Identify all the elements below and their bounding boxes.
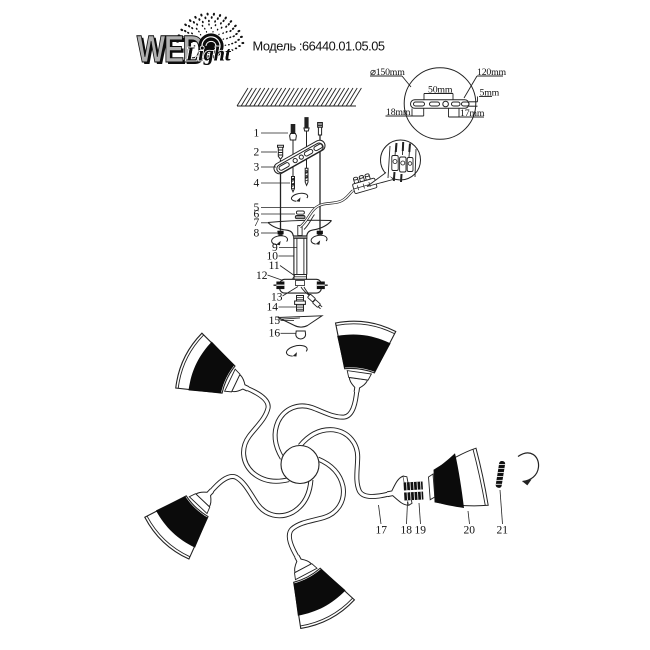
svg-text:21: 21 [497, 525, 509, 537]
svg-text:11: 11 [269, 260, 280, 272]
svg-text:120mm: 120mm [477, 67, 507, 78]
svg-text:Light: Light [185, 44, 232, 66]
svg-text:6: 6 [254, 208, 260, 220]
svg-text:19: 19 [415, 525, 427, 537]
svg-text:5mm: 5mm [480, 88, 500, 99]
svg-text:17mm: 17mm [460, 108, 485, 119]
svg-text:16: 16 [269, 328, 281, 340]
svg-text:15: 15 [269, 315, 281, 327]
svg-text:WED: WED [139, 31, 206, 73]
svg-text:Light: Light [185, 44, 232, 66]
svg-text:3: 3 [254, 161, 260, 173]
svg-text:12: 12 [256, 270, 268, 282]
svg-text:8: 8 [254, 228, 260, 240]
svg-text:5: 5 [254, 202, 260, 214]
svg-text:9: 9 [272, 242, 278, 254]
svg-text:1: 1 [254, 128, 260, 140]
svg-text:18: 18 [401, 525, 413, 537]
svg-text:7: 7 [254, 217, 260, 229]
svg-text:⌀150mm: ⌀150mm [370, 67, 405, 78]
svg-text:20: 20 [464, 525, 476, 537]
svg-text:13: 13 [271, 291, 283, 303]
svg-text:WED: WED [137, 29, 204, 71]
svg-text:10: 10 [267, 251, 279, 263]
svg-text:Модель :66440.01.05.05: Модель :66440.01.05.05 [253, 39, 385, 54]
svg-text:18mm: 18mm [386, 107, 411, 118]
svg-text:14: 14 [267, 302, 279, 314]
svg-text:50mm: 50mm [428, 85, 453, 96]
svg-text:2: 2 [254, 146, 260, 158]
svg-text:17: 17 [376, 525, 388, 537]
svg-text:4: 4 [254, 178, 260, 190]
